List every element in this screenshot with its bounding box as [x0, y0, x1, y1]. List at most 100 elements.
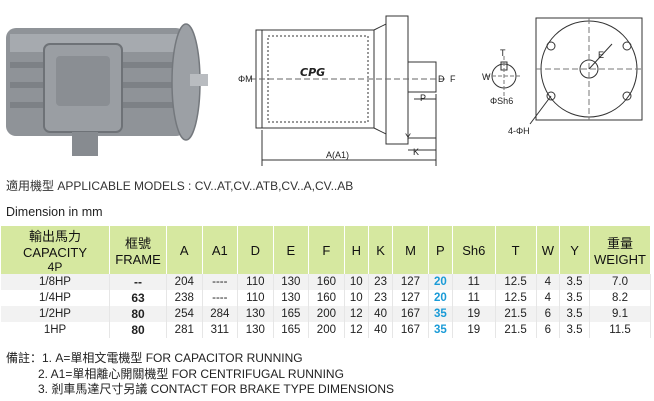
cell-a: 238 [166, 290, 203, 306]
header-m: M [392, 226, 429, 274]
label-y: Y [405, 132, 411, 142]
cell-p: 20 [428, 290, 454, 306]
header-weight: 重量 WEIGHT [589, 226, 651, 274]
cell-f: 200 [308, 322, 345, 338]
note-line-1: 備註：1. A=單相文電機型 FOR CAPACITOR RUNNING [6, 351, 303, 365]
label-p: P [420, 93, 426, 103]
cell-sh6: 11 [452, 274, 496, 290]
cell-frame: -- [109, 274, 167, 290]
flange-front-drawing [529, 17, 643, 125]
cell-k: 23 [368, 274, 394, 290]
label-sh6: ΦSh6 [490, 96, 513, 106]
note-line-2: 2. A1=單相離心開關機型 FOR CENTRIFUGAL RUNNING [38, 366, 344, 381]
cell-capacity: 1/8HP [1, 274, 110, 290]
cell-h: 10 [344, 290, 369, 306]
header-f: F [308, 226, 345, 274]
cell-d: 130 [237, 322, 274, 338]
table-row: 1HP 80 281 311 130 165 200 12 40 167 35 … [1, 322, 651, 338]
dimension-table: 輸出馬力 CAPACITY 4P 框號 FRAME A A1 D E F H K… [1, 226, 651, 338]
cell-w: 4 [536, 290, 561, 306]
table-row: 1/8HP -- 204 ---- 110 130 160 10 23 127 … [1, 274, 651, 290]
label-d: D [438, 74, 445, 84]
cell-y: 3.5 [559, 290, 590, 306]
header-frame: 框號 FRAME [109, 226, 167, 274]
cell-t: 12.5 [495, 274, 537, 290]
cell-h: 12 [344, 322, 369, 338]
cell-e: 130 [273, 290, 310, 306]
cell-sh6: 11 [452, 290, 496, 306]
cell-a1: 284 [202, 306, 239, 322]
label-holes: 4-ΦH [508, 126, 530, 136]
cell-e: 165 [273, 306, 310, 322]
header-y: Y [559, 226, 590, 274]
header-frame-en: FRAME [115, 252, 161, 267]
header-frame-cn: 框號 [124, 236, 151, 251]
cell-f: 160 [308, 274, 345, 290]
cell-w: 6 [536, 306, 561, 322]
cell-a: 204 [166, 274, 203, 290]
cell-weight: 11.5 [589, 322, 651, 338]
cell-p: 35 [428, 306, 454, 322]
dimension-title: Dimension in mm [6, 205, 103, 219]
cell-m: 167 [392, 322, 429, 338]
label-w: W [482, 72, 491, 82]
table-header-row: 輸出馬力 CAPACITY 4P 框號 FRAME A A1 D E F H K… [1, 226, 651, 274]
cell-frame: 80 [109, 322, 167, 338]
cell-y: 3.5 [559, 306, 590, 322]
cell-d: 130 [237, 306, 274, 322]
figure-logo: CPG [300, 66, 325, 79]
cell-e: 165 [273, 322, 310, 338]
cell-p: 35 [428, 322, 454, 338]
motor-figure: CPG ΦM D F P Y K A(A1) T W ΦSh6 E 4-ΦH [6, 15, 643, 166]
cell-a1: ---- [202, 290, 239, 306]
header-capacity: 輸出馬力 CAPACITY 4P [1, 226, 110, 274]
header-capacity-cn: 輸出馬力 [28, 229, 81, 244]
cell-weight: 9.1 [589, 306, 651, 322]
cell-w: 4 [536, 274, 561, 290]
cell-k: 23 [368, 290, 394, 306]
label-phi-m: ΦM [238, 74, 253, 84]
cell-e: 130 [273, 274, 310, 290]
cell-a1: 311 [202, 322, 239, 338]
motor-photo [6, 23, 208, 156]
header-t: T [495, 226, 537, 274]
cell-capacity: 1/4HP [1, 290, 110, 306]
cell-w: 6 [536, 322, 561, 338]
header-k: K [368, 226, 394, 274]
label-e: E [598, 50, 604, 60]
label-k: K [413, 147, 419, 157]
cell-m: 167 [392, 306, 429, 322]
cell-weight: 8.2 [589, 290, 651, 306]
header-capacity-en: CAPACITY [22, 245, 88, 260]
header-a: A [166, 226, 203, 274]
cell-m: 127 [392, 274, 429, 290]
header-weight-en: WEIGHT [594, 252, 646, 267]
cell-d: 110 [237, 290, 274, 306]
cell-y: 3.5 [559, 322, 590, 338]
header-a1: A1 [202, 226, 239, 274]
cell-y: 3.5 [559, 274, 590, 290]
header-w: W [536, 226, 561, 274]
header-weight-cn: 重量 [606, 236, 633, 251]
cell-t: 12.5 [495, 290, 537, 306]
cell-capacity: 1HP [1, 322, 110, 338]
header-sh6: Sh6 [452, 226, 496, 274]
cell-a: 254 [166, 306, 203, 322]
header-p: P [428, 226, 454, 274]
cell-frame: 63 [109, 290, 167, 306]
cell-t: 21.5 [495, 322, 537, 338]
cell-sh6: 19 [452, 306, 496, 322]
cell-weight: 7.0 [589, 274, 651, 290]
note-line-3: 3. 剎車馬達尺寸另議 CONTACT FOR BRAKE TYPE DIMEN… [38, 382, 395, 396]
header-d: D [237, 226, 274, 274]
cell-f: 200 [308, 306, 345, 322]
cell-a: 281 [166, 322, 203, 338]
notes: 備註：1. A=單相文電機型 FOR CAPACITOR RUNNING 2. … [6, 351, 394, 398]
cell-p: 20 [428, 274, 454, 290]
cell-capacity: 1/2HP [1, 306, 110, 322]
table-row: 1/2HP 80 254 284 130 165 200 12 40 167 3… [1, 306, 651, 322]
table-row: 1/4HP 63 238 ---- 110 130 160 10 23 127 … [1, 290, 651, 306]
cell-t: 21.5 [495, 306, 537, 322]
label-a-a1: A(A1) [326, 150, 349, 160]
header-e: E [273, 226, 310, 274]
